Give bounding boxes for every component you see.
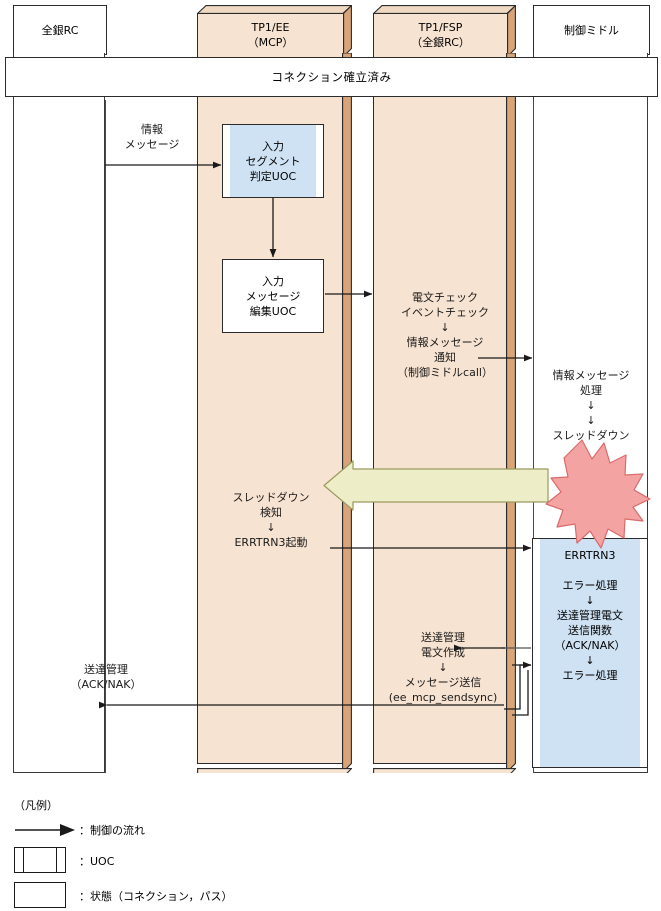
legend-state-box-icon	[14, 882, 66, 908]
column-header-label: TP1/FSP （全銀RC）	[411, 21, 470, 49]
legend-uoc-right-bar	[56, 848, 65, 872]
label-ee-detect: スレッドダウン 検知 ↓ ERRTRN3起動	[232, 491, 310, 549]
column-header-label: TP1/EE （MCP）	[247, 21, 294, 49]
uoc-errtrn3[interactable]: ERRTRN3 エラー処理 ↓ 送達管理電文 送信関数 （ACK/NAK） ↓ …	[532, 538, 648, 768]
uoc-label: ERRTRN3 エラー処理 ↓ 送達管理電文 送信関数 （ACK/NAK） ↓ …	[540, 539, 640, 767]
lifeline-body	[373, 53, 507, 764]
connection-established-bar: コネクション確立済み	[5, 57, 658, 97]
box-right-bevel	[507, 5, 516, 57]
column-header-label: 全銀RC	[41, 23, 79, 37]
column-header-tp1fsp: TP1/FSP （全銀RC）	[373, 5, 516, 57]
connection-established-label: コネクション確立済み	[271, 70, 392, 84]
label-fsp-check: 電文チェック イベントチェック ↓ 情報メッセージ 通知 （制御ミドルcall）	[397, 291, 493, 379]
uoc-input-segment[interactable]: 入力 セグメント 判定UOC	[222, 124, 324, 198]
legend-title: （凡例）	[14, 799, 58, 812]
lifeline-divider-zenginrc	[105, 100, 107, 773]
lifeline-right-bevel	[506, 53, 516, 773]
legend-uoc-left-bar	[15, 848, 24, 872]
uoc-label: 入力 セグメント 判定UOC	[230, 125, 316, 197]
lifeline-bottom-bevel	[373, 763, 516, 773]
lifeline-bottom-bevel	[197, 763, 352, 773]
box-right-bevel	[343, 5, 352, 57]
legend-state-label: ：状態（コネクション，パス）	[79, 890, 233, 903]
lifeline-right-bevel	[342, 53, 352, 773]
legend-uoc-box-icon	[14, 847, 66, 873]
label-middle-process: 情報メッセージ 処理 ↓ ↓ スレッドダウン	[552, 369, 630, 442]
uoc-input-message[interactable]: 入力 メッセージ 編集UOC	[222, 259, 324, 333]
uoc-right-bar	[315, 125, 323, 197]
legend-uoc-label: ：UOC	[79, 855, 115, 868]
column-header-label-wrap: TP1/FSP （全銀RC）	[373, 13, 508, 57]
column-header-label: 制御ミドル	[564, 23, 619, 37]
uoc-label: 入力 メッセージ 編集UOC	[230, 260, 316, 332]
lifeline-divider-seigyomiddle	[533, 100, 535, 773]
label-ack-nak-out: 送達管理 （ACK/NAK）	[70, 663, 142, 691]
column-header-label-wrap: TP1/EE （MCP）	[197, 13, 344, 57]
lifeline-tp1fsp	[373, 53, 516, 773]
legend-flow-label: ：制御の流れ	[79, 824, 145, 837]
legend-arrow-icon	[15, 824, 75, 836]
column-header-seigyomiddle: 制御ミドル	[533, 5, 650, 55]
column-header-tp1ee: TP1/EE （MCP）	[197, 5, 352, 57]
column-header-zenginrc: 全銀RC	[13, 5, 107, 55]
label-fsp-send: 送達管理 電文作成 ↓ メッセージ送信 (ee_mcp_sendsync)	[388, 631, 498, 704]
label-info-message-in: 情報 メッセージ	[124, 123, 180, 151]
uoc-right-bar	[315, 260, 323, 332]
uoc-right-bar	[639, 539, 647, 767]
lifeline-zenginrc	[13, 53, 105, 773]
